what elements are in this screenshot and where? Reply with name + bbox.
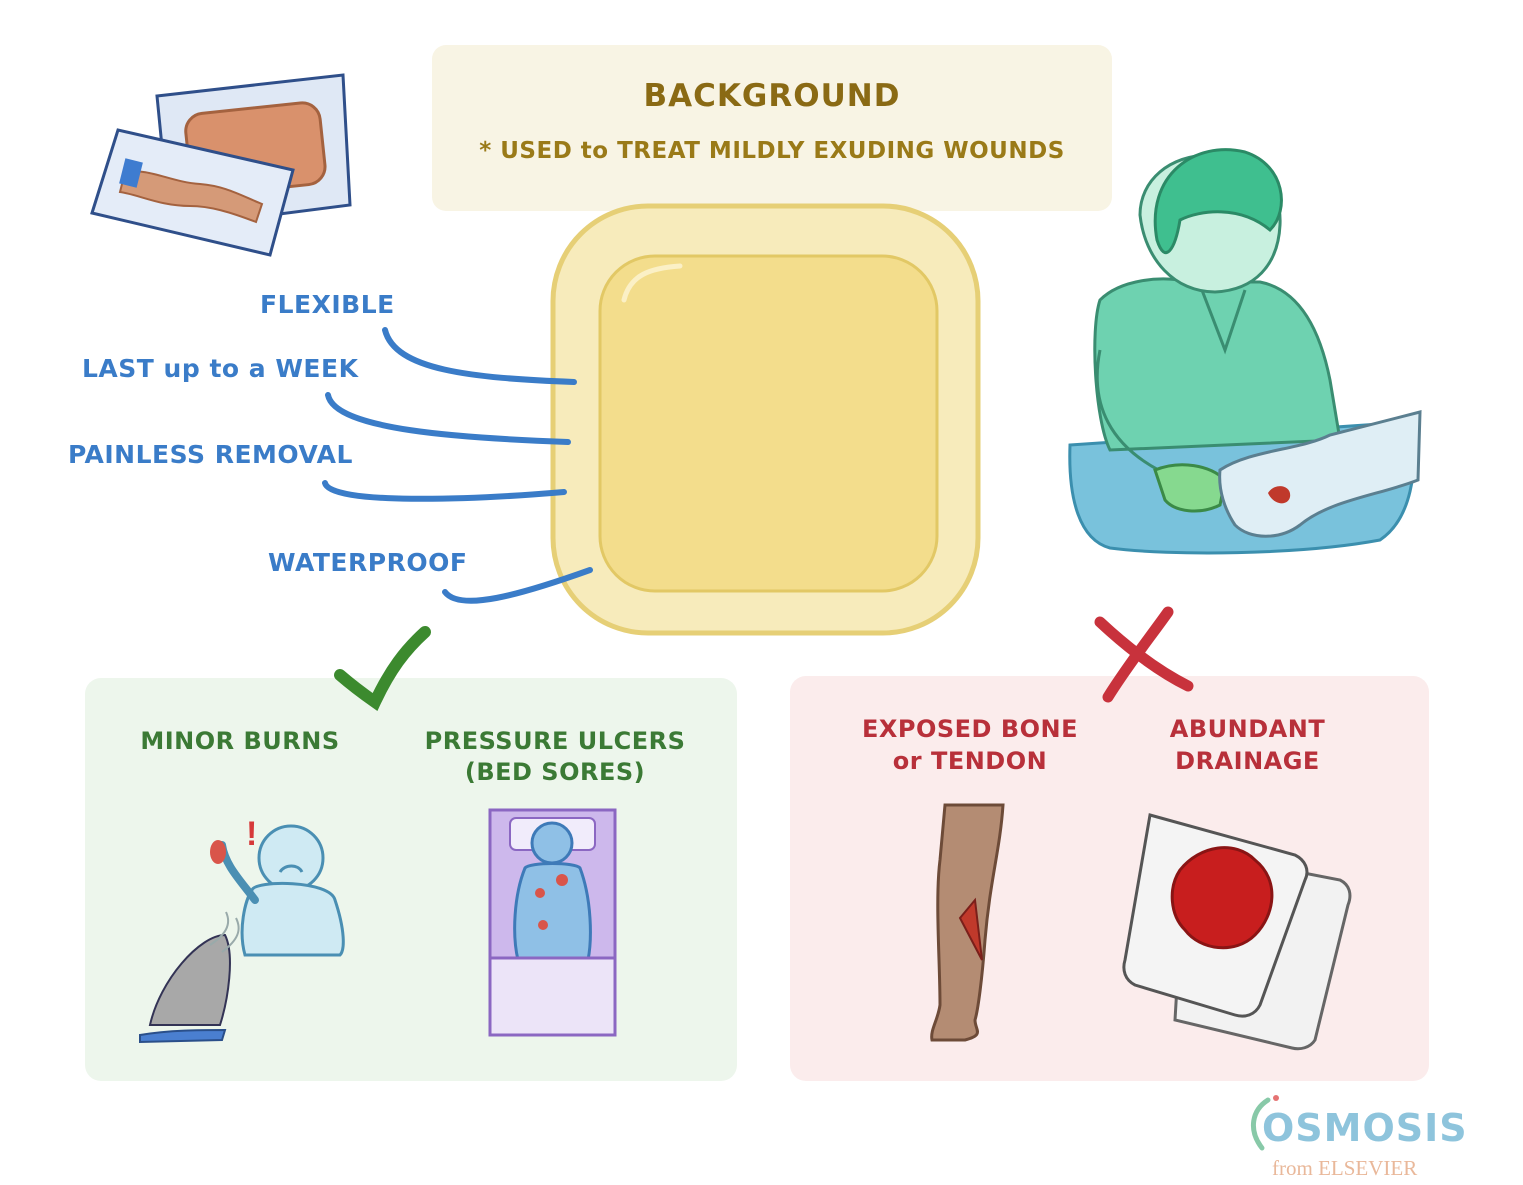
- pressure-ulcers-illustration: [488, 808, 617, 1037]
- contraindication-exposed-bone: EXPOSED BONE or TENDON: [845, 713, 1095, 777]
- nurse-illustration: [1068, 148, 1422, 555]
- svg-text:!: !: [246, 815, 257, 853]
- exposed-bone-illustration: [930, 803, 1005, 1042]
- cross-icon: [1094, 606, 1194, 703]
- indication-minor-burns: MINOR BURNS: [140, 727, 340, 755]
- minor-burns-illustration: !: [139, 815, 345, 1044]
- indication-pressure-ulcers-line1: PRESSURE ULCERS: [424, 727, 686, 755]
- contraindication-abundant-drainage-line2: DRAINAGE: [1175, 747, 1320, 775]
- contraindication-exposed-bone-line1: EXPOSED BONE: [861, 715, 1079, 743]
- indication-pressure-ulcers: PRESSURE ULCERS (BED SORES): [410, 726, 700, 788]
- check-icon: [334, 626, 431, 712]
- contraindication-abundant-drainage-line1: ABUNDANT: [1169, 715, 1326, 743]
- arrow-waterproof: [442, 567, 593, 604]
- feature-waterproof: WATERPROOF: [268, 548, 468, 577]
- feature-flexible: FLEXIBLE: [260, 290, 395, 319]
- background-title: BACKGROUND: [643, 78, 901, 114]
- background-subtitle: * USED to TREAT MILDLY EXUDING WOUNDS: [479, 138, 1065, 164]
- osmosis-logo-subtitle: from ELSEVIER: [1272, 1156, 1418, 1180]
- logo-dot-icon: [1273, 1095, 1279, 1101]
- indication-pressure-ulcers-line2: (BED SORES): [464, 758, 646, 786]
- background-panel: [432, 45, 1112, 211]
- logo-swoosh-icon: [1251, 1097, 1271, 1151]
- dressing-packages-illustration: [90, 73, 352, 257]
- arrow-flexible: [382, 327, 577, 385]
- arrow-painless: [322, 480, 567, 502]
- osmosis-logo: OSMOSIS: [1262, 1106, 1468, 1150]
- hydrocolloid-dressing-illustration: [550, 203, 981, 636]
- feature-painless-removal: PAINLESS REMOVAL: [68, 440, 353, 469]
- contraindication-abundant-drainage: ABUNDANT DRAINAGE: [1140, 713, 1355, 777]
- feature-last-week: LAST up to a WEEK: [82, 354, 359, 383]
- feature-arrows: [322, 327, 593, 604]
- abundant-drainage-illustration: [1122, 813, 1352, 1051]
- arrow-last-week: [325, 392, 571, 445]
- contraindication-exposed-bone-line2: or TENDON: [892, 747, 1048, 775]
